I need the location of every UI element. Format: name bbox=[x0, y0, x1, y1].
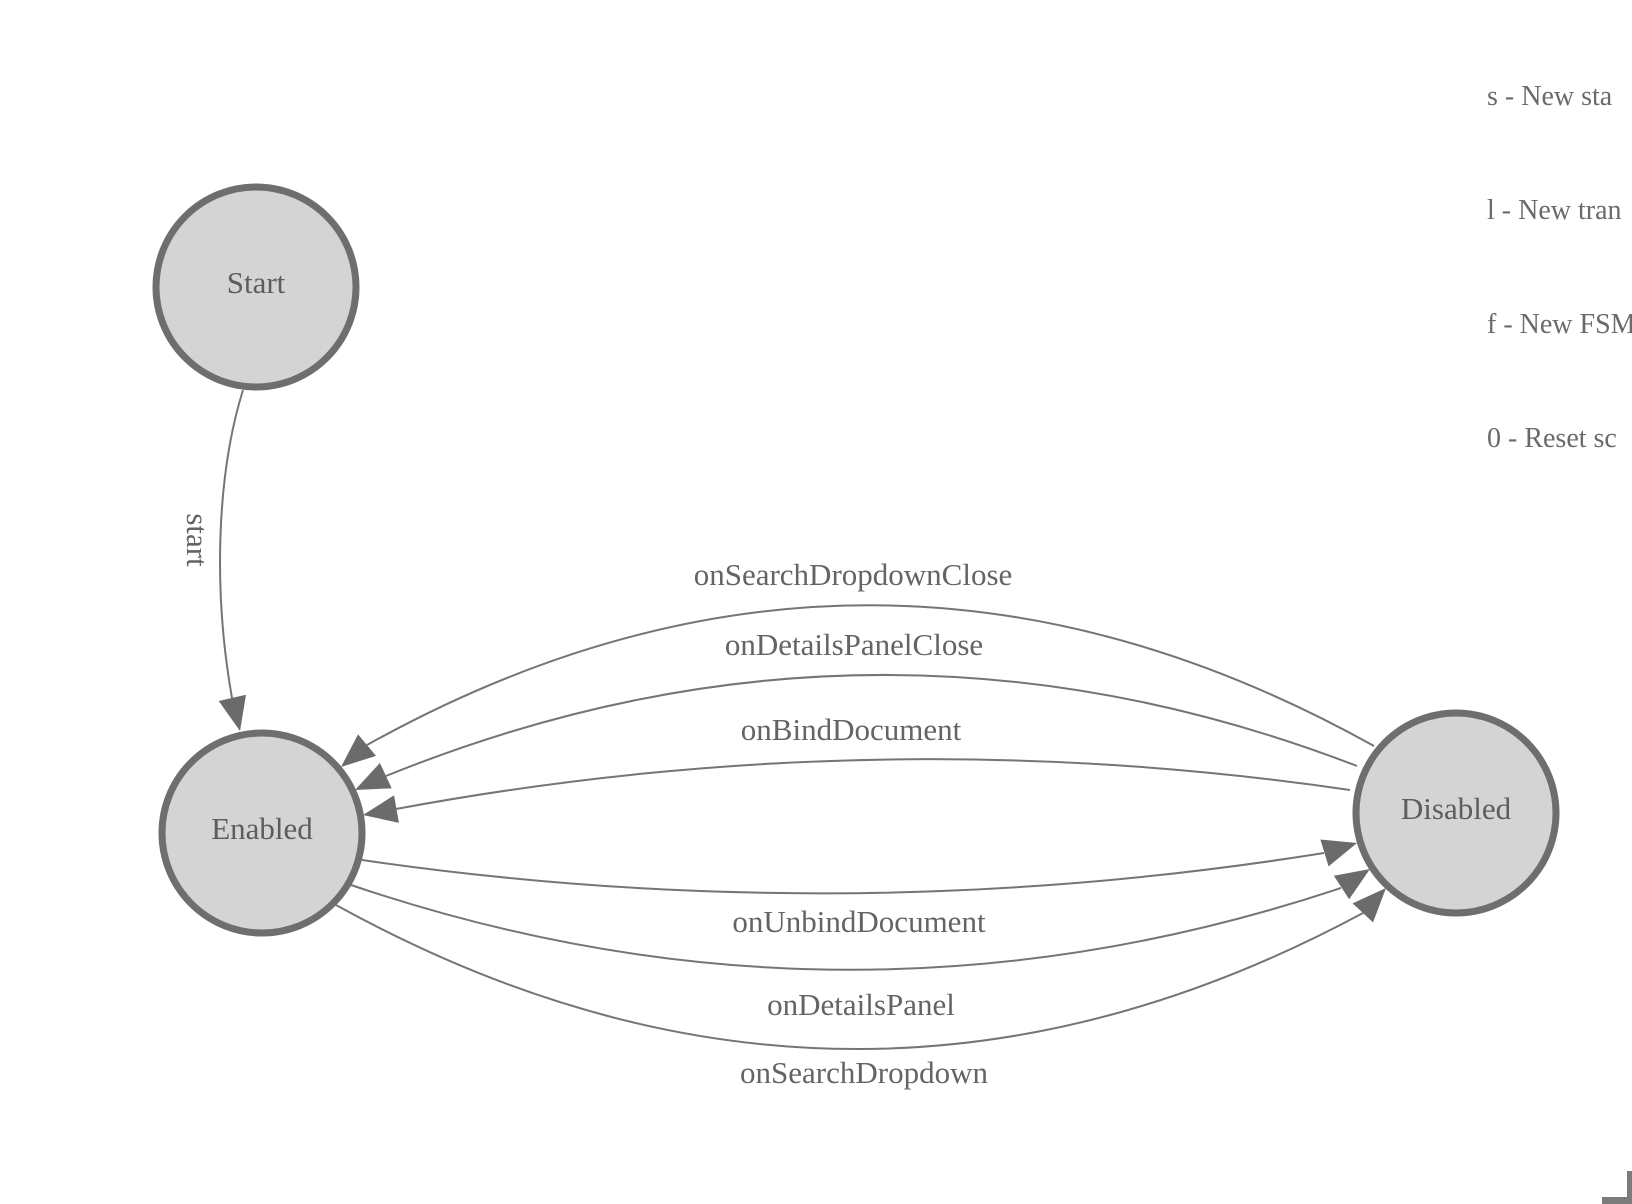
transition-label-start: start bbox=[180, 513, 215, 567]
transition-start[interactable] bbox=[219, 389, 244, 699]
transition-onUnbindDocument[interactable] bbox=[361, 852, 1325, 895]
transition-label-onBindDocument: onBindDocument bbox=[741, 712, 962, 747]
state-node-disabled[interactable] bbox=[1352, 709, 1560, 917]
arrowhead-onBindDocument bbox=[363, 795, 399, 823]
state-node-enabled[interactable] bbox=[158, 729, 366, 937]
transition-label-onSearchDropdownClose: onSearchDropdownClose bbox=[694, 557, 1013, 592]
transition-onDetailsPanelClose[interactable] bbox=[385, 674, 1358, 777]
state-label-enabled: Enabled bbox=[211, 811, 313, 846]
legend-line-new-state: s - New sta bbox=[1487, 81, 1613, 112]
arrowhead-onSearchDropdown bbox=[1352, 888, 1386, 923]
legend-line-new-transition: l - New tran bbox=[1487, 195, 1622, 226]
arrowhead-onDetailsPanelClose bbox=[355, 762, 392, 790]
arrowhead-start bbox=[218, 694, 246, 731]
arrowhead-onUnbindDocument bbox=[1320, 839, 1357, 867]
arrowhead-onSearchDropdownClose bbox=[341, 734, 377, 767]
state-label-disabled: Disabled bbox=[1401, 791, 1512, 826]
state-node-start[interactable] bbox=[152, 183, 360, 391]
transition-label-onSearchDropdown: onSearchDropdown bbox=[740, 1055, 988, 1090]
transition-label-onDetailsPanel: onDetailsPanel bbox=[767, 987, 955, 1022]
state-label-start: Start bbox=[227, 265, 286, 300]
transition-onBindDocument[interactable] bbox=[395, 758, 1351, 810]
corner-shape-horizontal bbox=[1602, 1197, 1632, 1204]
legend-line-reset: 0 - Reset sc bbox=[1487, 423, 1617, 454]
transition-onDetailsPanel[interactable] bbox=[350, 884, 1342, 971]
legend-line-new-fsm: f - New FSM bbox=[1487, 309, 1632, 340]
shortcuts-legend: s - New sta l - New tran f - New FSM 0 -… bbox=[1487, 2, 1632, 496]
arrowhead-onDetailsPanel bbox=[1333, 869, 1370, 900]
corner-shape-vertical bbox=[1627, 1171, 1632, 1204]
transition-label-onDetailsPanelClose: onDetailsPanelClose bbox=[725, 627, 983, 662]
transition-onSearchDropdown[interactable] bbox=[335, 904, 1364, 1050]
transition-label-onUnbindDocument: onUnbindDocument bbox=[732, 904, 986, 939]
transition-onSearchDropdownClose[interactable] bbox=[366, 604, 1375, 747]
